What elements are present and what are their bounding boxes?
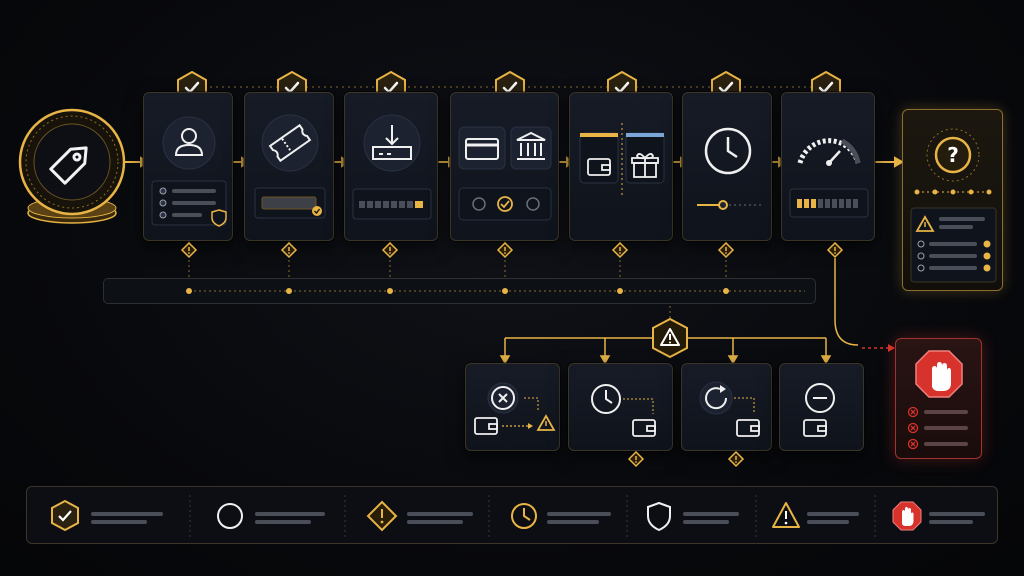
stop-hand-icon: [915, 350, 963, 398]
outcome-cancel-card[interactable]: [465, 363, 560, 451]
waiting-content: [591, 384, 656, 437]
clock-icon: [704, 127, 752, 175]
minus-icon: [805, 383, 835, 413]
risk-meter-content: [789, 138, 869, 218]
stop-hand-icon: [892, 501, 922, 531]
identity-content: [151, 116, 227, 227]
clock-icon: [511, 503, 537, 529]
warning-triangle-icon: [772, 502, 800, 528]
question-content: ?: [910, 128, 997, 283]
wallet-icon: [632, 419, 656, 437]
stage-identity-card[interactable]: [143, 92, 233, 241]
legend-bar: [26, 486, 998, 544]
warning-triangle-icon: [536, 414, 556, 431]
cancel-content: [474, 382, 556, 435]
retry-content: [699, 381, 760, 437]
stage-timer-card[interactable]: [682, 92, 772, 241]
stage-payment-card[interactable]: [450, 92, 559, 241]
stage-inbox-card[interactable]: [344, 92, 438, 241]
check-shield-icon: [51, 499, 79, 532]
wallet-icon: [736, 419, 760, 437]
outcome-diamond-markers: [628, 451, 744, 467]
empty-circle-icon: [217, 503, 243, 529]
wallet-icon: [587, 158, 611, 176]
start-coin[interactable]: [18, 108, 128, 230]
svg-text:?: ?: [947, 143, 959, 167]
decision-question-card[interactable]: ?: [902, 109, 1003, 291]
slider-icon: [697, 200, 761, 210]
outcome-waiting-card[interactable]: [568, 363, 673, 451]
stage-diamond-markers: [181, 242, 843, 258]
outcome-dismiss-card[interactable]: [779, 363, 864, 451]
blocked-content: [907, 350, 968, 450]
retry-icon: [705, 385, 728, 410]
inbox-content: [352, 114, 432, 220]
wallet-icon: [803, 419, 827, 437]
shield-icon: [211, 209, 227, 227]
timeline-points: [186, 288, 805, 294]
gauge-icon: [797, 138, 861, 166]
stage-wallet-gift-card[interactable]: [569, 92, 673, 241]
warning-triangle-icon: [915, 215, 935, 232]
warning-diamond-icon: [366, 500, 398, 532]
cancel-icon: [491, 386, 515, 410]
clock-icon: [591, 384, 621, 414]
gift-icon: [631, 153, 659, 178]
ticket-icon: [268, 123, 312, 163]
blocked-card[interactable]: [895, 338, 982, 459]
legend-content: [51, 495, 985, 537]
inbox-download-icon: [372, 125, 412, 160]
outcome-retry-card[interactable]: [681, 363, 772, 451]
timer-content: [697, 127, 761, 210]
dismiss-content: [803, 383, 835, 437]
credit-card-icon: [465, 138, 499, 160]
payment-content: [458, 126, 552, 221]
user-icon: [174, 128, 204, 156]
wallet-icon: [474, 417, 498, 435]
bank-icon: [516, 131, 546, 160]
branch-hub[interactable]: [650, 317, 690, 359]
warning-triangle-icon: [660, 328, 680, 346]
price-tag-icon: [49, 146, 88, 185]
stage-risk-meter-card[interactable]: [781, 92, 875, 241]
coin-graphic: [18, 108, 126, 224]
ticket-content: [254, 114, 326, 219]
shield-icon: [647, 501, 671, 532]
question-icon: ?: [934, 136, 972, 174]
stage-ticket-card[interactable]: [244, 92, 334, 241]
wallet-gift-content: [579, 123, 665, 198]
